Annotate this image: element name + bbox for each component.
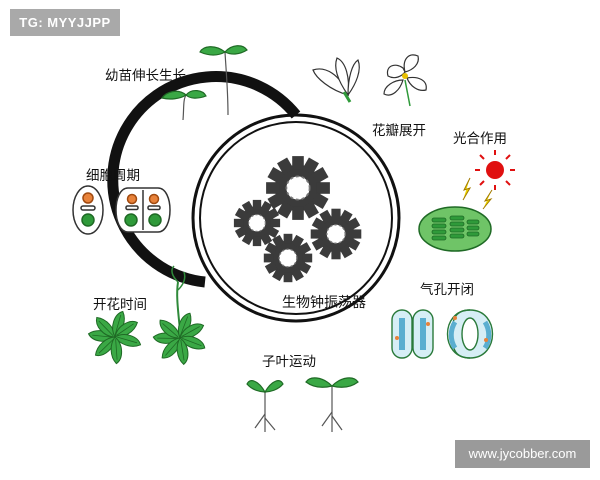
process-label-stomata: 气孔开闭 bbox=[420, 282, 474, 298]
watermark-top: TG: MYYJJPP bbox=[10, 9, 120, 36]
process-label-cellcycle: 细胞周期 bbox=[86, 168, 140, 184]
chloroplast-icon bbox=[418, 150, 515, 252]
center-label: 生物钟振荡器 bbox=[282, 295, 366, 311]
process-label-photosynthesis: 光合作用 bbox=[453, 131, 507, 147]
flower-icon bbox=[312, 54, 427, 107]
flowering-plant-icon bbox=[86, 265, 208, 366]
process-label-cotyledon: 子叶运动 bbox=[262, 354, 316, 370]
process-label-petal: 花瓣展开 bbox=[372, 123, 426, 139]
watermark-bottom: www.jycobber.com bbox=[455, 440, 590, 468]
cotyledon-icon bbox=[246, 377, 359, 432]
process-label-seedling: 幼苗伸长生长 bbox=[105, 68, 186, 84]
cell-cycle-icon bbox=[72, 185, 171, 235]
seedling-icon bbox=[161, 45, 248, 121]
process-label-flowering: 开花时间 bbox=[93, 297, 147, 313]
stomata-icon bbox=[391, 309, 494, 359]
